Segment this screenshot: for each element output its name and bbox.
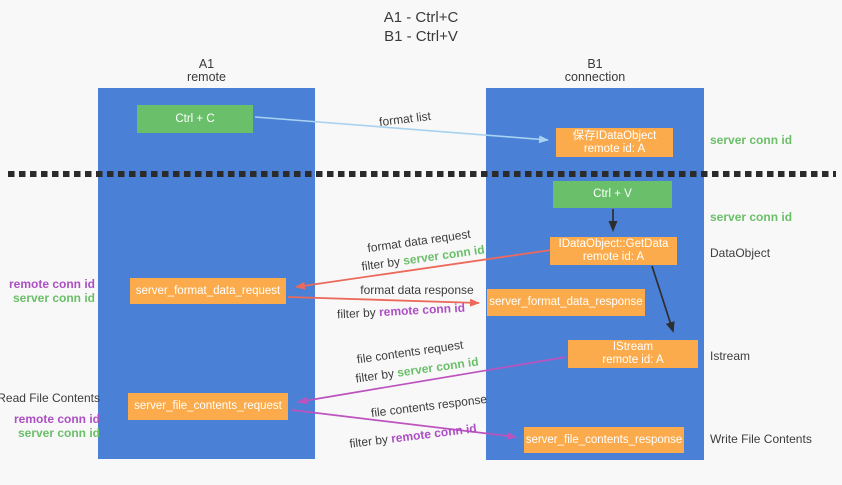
right-label-istream: Istream <box>710 349 751 363</box>
node-server-format-data-request-label: server_format_data_request <box>135 284 281 297</box>
left-labels-file-request: Read File Contents remote conn id server… <box>0 391 100 440</box>
node-server-file-contents-response: server_file_contents_response <box>524 427 684 453</box>
read-file-contents-label: Read File Contents <box>0 391 100 405</box>
node-server-format-data-request: server_format_data_request <box>130 278 286 304</box>
remote-conn-id-text: remote conn id <box>390 421 478 446</box>
edge-label-format-data-response: format data response <box>360 283 474 297</box>
node-server-file-contents-response-label: server_file_contents_response <box>525 433 683 446</box>
node-server-file-contents-request-label: server_file_contents_request <box>134 400 282 412</box>
node-server-format-data-response-label: server_format_data_response <box>489 296 643 308</box>
lane-b-header: B1 connection <box>486 58 704 84</box>
edge-label-filter-remote-2: filter by remote conn id <box>349 421 478 451</box>
node-server-file-contents-request: server_file_contents_request <box>128 393 288 420</box>
node-idataobject-getdata-line2: remote id: A <box>582 251 645 263</box>
filter-by-text: filter by <box>360 254 401 274</box>
right-label-server-conn-id-top: server conn id <box>710 133 793 147</box>
node-istream: IStream remote id: A <box>568 340 698 368</box>
lane-b-name: B1 <box>587 57 603 71</box>
node-istream-line1: IStream <box>612 341 654 353</box>
title-line-ctrl-c: A1 - Ctrl+C <box>383 9 459 26</box>
remote-conn-id-text: remote conn id <box>378 300 466 320</box>
edge-label-format-list: format list <box>378 108 432 130</box>
node-save-idataobject-line2: remote id: A <box>583 142 646 155</box>
filter-by-text: filter by <box>348 432 389 451</box>
node-idataobject-getdata-line1: IDataObject::GetData <box>558 238 669 250</box>
left-labels-format-request: remote conn id server conn id <box>0 277 95 305</box>
lane-a-subtitle: remote <box>187 70 226 84</box>
remote-conn-id-label: remote conn id <box>13 412 100 426</box>
node-ctrl-c-label: Ctrl + C <box>175 112 215 125</box>
node-save-idataobject-line1: 保存IDataObject <box>572 129 657 142</box>
node-ctrl-v: Ctrl + V <box>553 181 672 208</box>
node-server-format-data-response: server_format_data_response <box>487 289 645 316</box>
node-ctrl-v-label: Ctrl + V <box>593 188 632 200</box>
right-label-server-conn-id-mid: server conn id <box>710 210 793 224</box>
right-label-dataobject: DataObject <box>710 246 771 260</box>
right-label-write-file-contents: Write File Contents <box>710 432 812 446</box>
lane-b-subtitle: connection <box>564 70 626 84</box>
diagram-title: A1 - Ctrl+C B1 - Ctrl+V <box>0 8 842 46</box>
phase-divider-dotted-line <box>8 171 836 177</box>
remote-conn-id-label: remote conn id <box>8 277 95 291</box>
filter-by-text: filter by <box>336 305 377 322</box>
node-idataobject-getdata: IDataObject::GetData remote id: A <box>550 237 677 265</box>
lane-a-name: A1 <box>198 57 215 71</box>
node-istream-line2: remote id: A <box>602 354 664 366</box>
node-ctrl-c: Ctrl + C <box>137 105 253 133</box>
title-line-ctrl-v: B1 - Ctrl+V <box>384 28 458 45</box>
edge-label-filter-remote-1: filter by remote conn id <box>337 301 466 322</box>
edge-label-file-contents-response: file contents response <box>370 391 488 421</box>
server-conn-id-label: server conn id <box>12 291 95 305</box>
filter-by-text: filter by <box>354 366 395 386</box>
node-save-idataobject: 保存IDataObject remote id: A <box>556 128 673 157</box>
server-conn-id-label: server conn id <box>17 426 100 440</box>
lane-a-header: A1 remote <box>98 58 315 84</box>
